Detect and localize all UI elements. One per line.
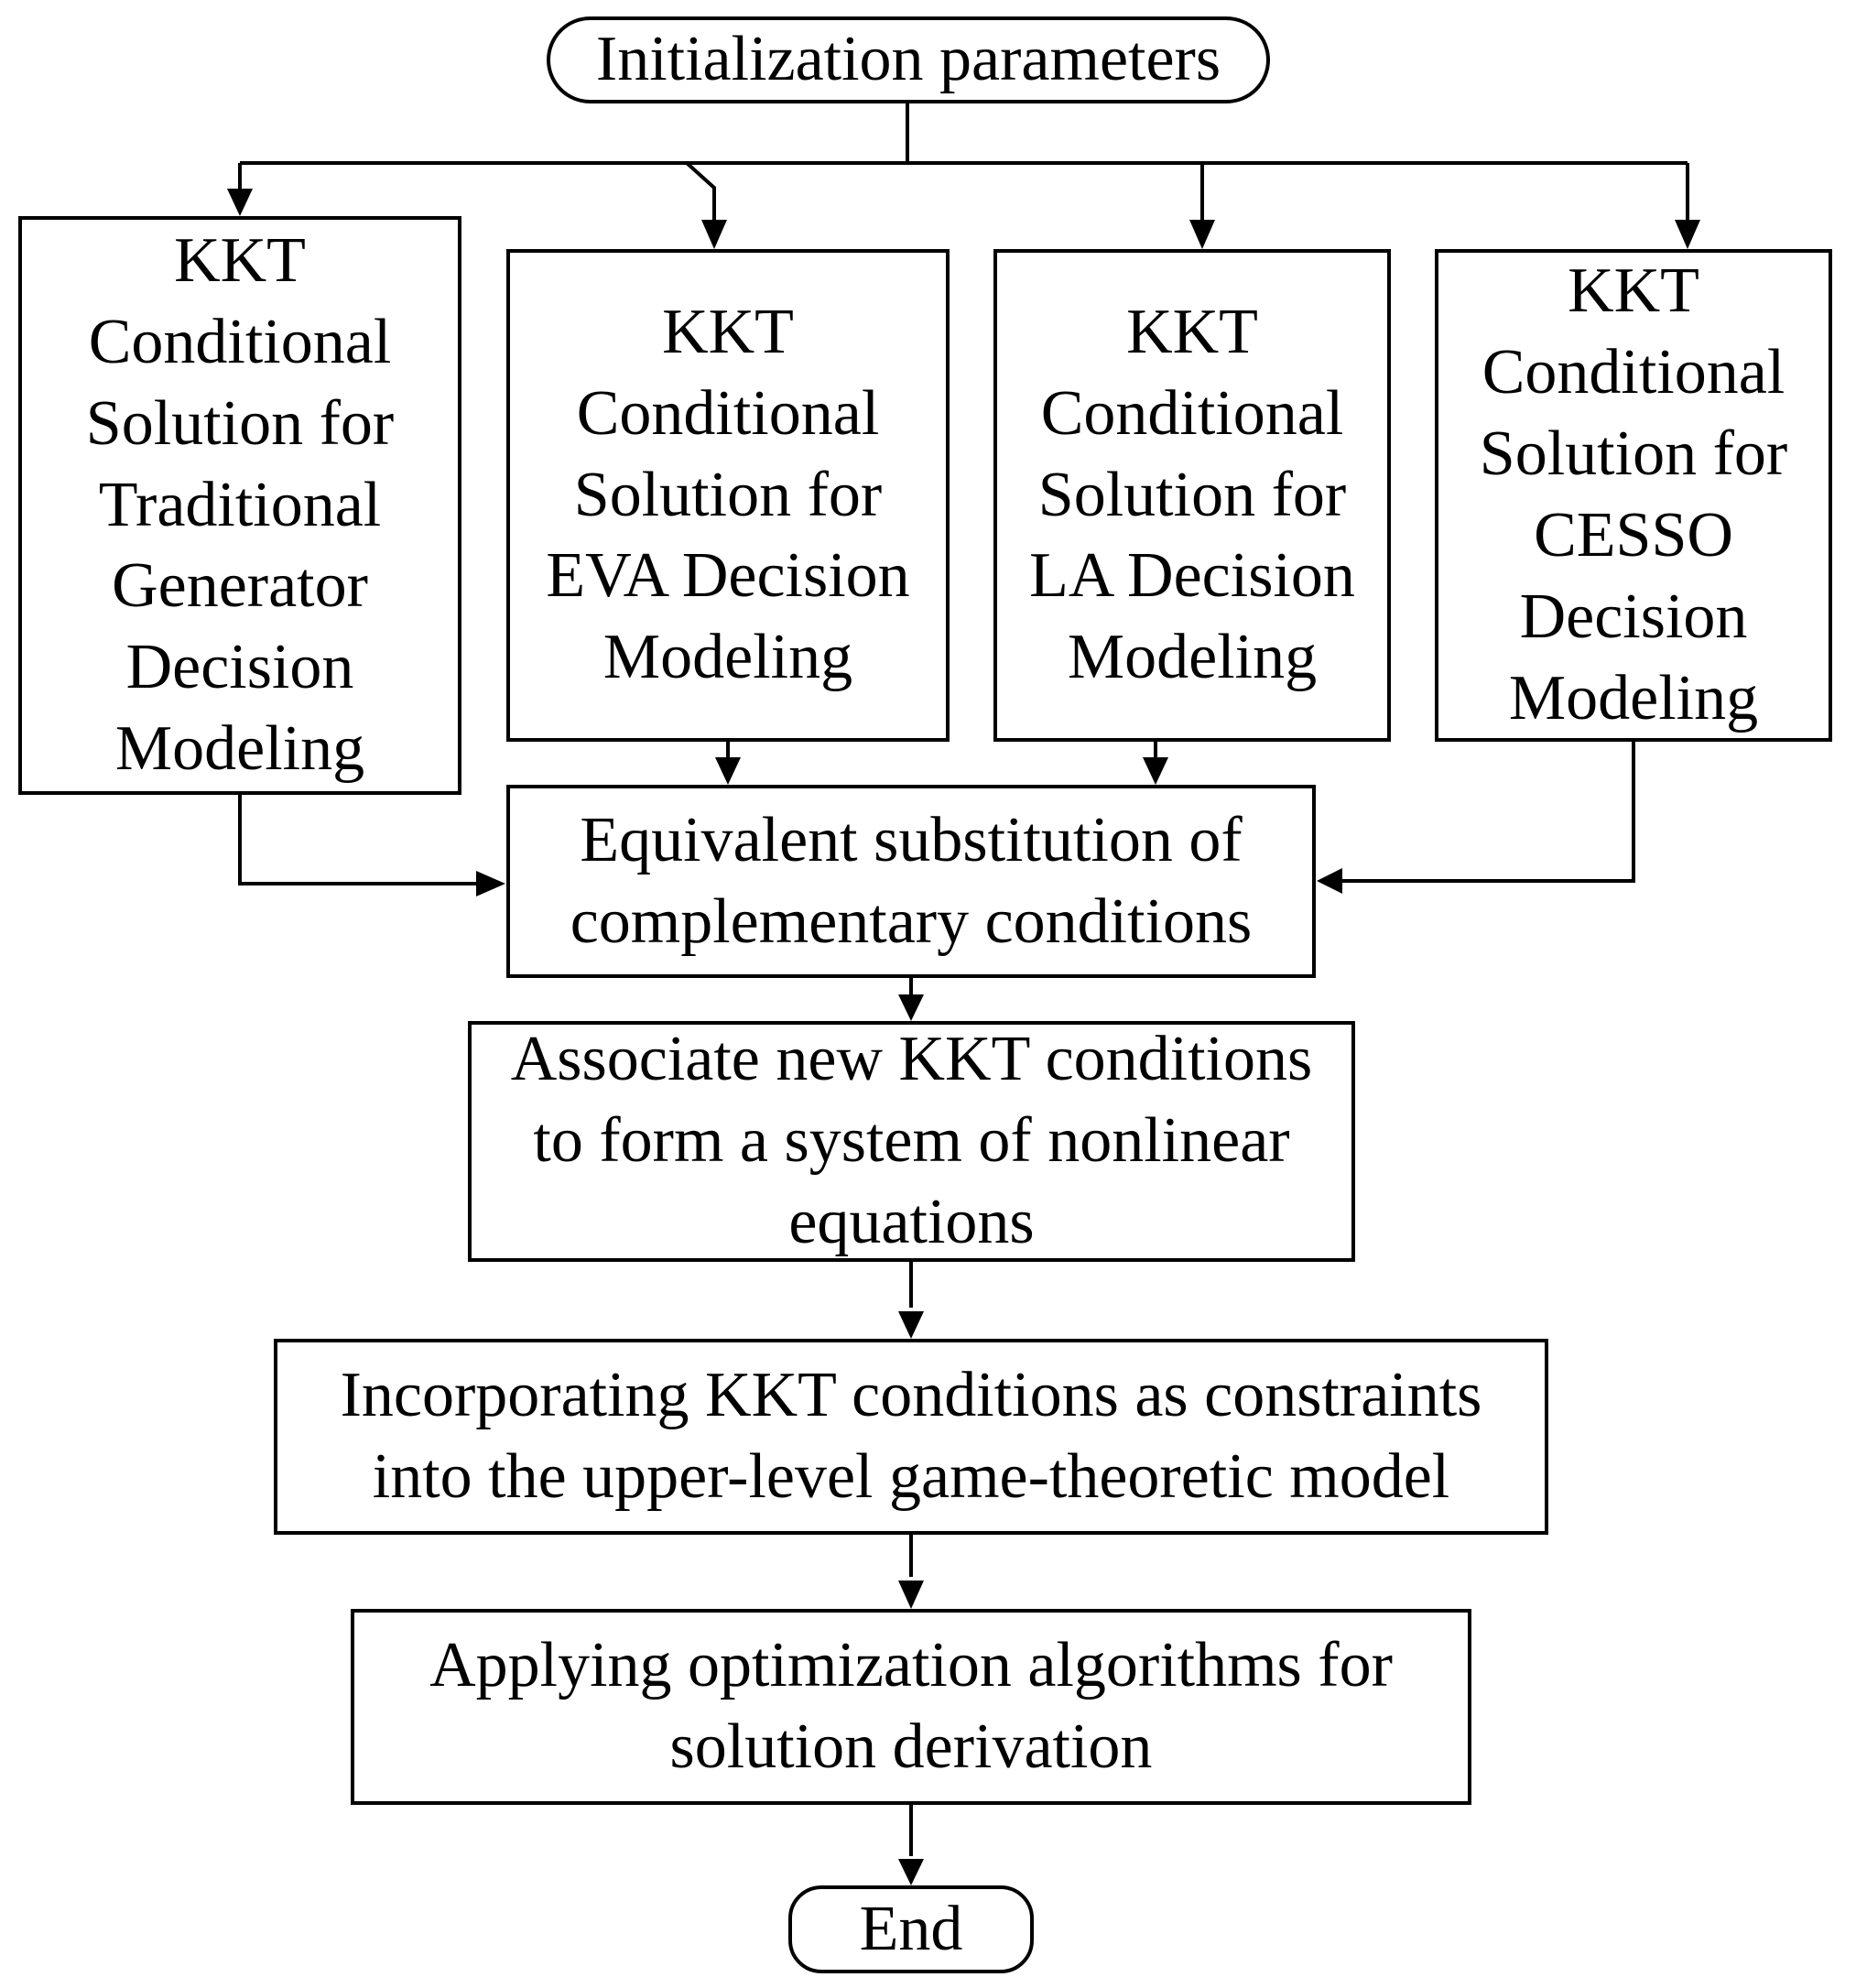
- arrowhead-branch-1: [227, 189, 253, 216]
- branch-cesso-label: KKT Conditional Solution for CESSO Decis…: [1479, 255, 1788, 733]
- step-associate-conditions: Associate new KKT conditions to form a s…: [468, 1021, 1355, 1262]
- arrow-branch-4-to-substitution: [1339, 740, 1635, 883]
- arrowhead-branch-2: [701, 220, 727, 249]
- branch-traditional-generator: KKT Conditional Solution for Traditional…: [18, 216, 461, 795]
- branch-cesso: KKT Conditional Solution for CESSO Decis…: [1435, 249, 1832, 742]
- step-associate-conditions-label: Associate new KKT conditions to form a s…: [510, 1024, 1313, 1257]
- start-label: Initialization parameters: [595, 24, 1221, 95]
- arrow-to-branch-2: [685, 161, 716, 220]
- branch-la-label: KKT Conditional Solution for LA Decision…: [1029, 296, 1355, 693]
- step-equivalent-substitution-label: Equivalent substitution of complementary…: [570, 804, 1253, 957]
- step-incorporate-constraints: Incorporating KKT conditions as constrai…: [274, 1339, 1548, 1535]
- end-label: End: [859, 1893, 963, 1964]
- arrowhead-apply: [898, 1581, 924, 1609]
- branch-eva-label: KKT Conditional Solution for EVA Decisio…: [546, 296, 910, 693]
- end-node: End: [788, 1885, 1034, 1973]
- arrowhead-associate: [898, 994, 924, 1021]
- arrowhead-incorporate: [898, 1311, 924, 1339]
- arrowhead-branch-2-to-substitution: [715, 757, 741, 785]
- arrowhead-branch-4: [1675, 220, 1700, 249]
- arrow-branch-1-to-substitution: [238, 792, 476, 885]
- arrowhead-branch-3-to-substitution: [1143, 757, 1168, 785]
- branch-eva: KKT Conditional Solution for EVA Decisio…: [506, 249, 950, 742]
- branch-la: KKT Conditional Solution for LA Decision…: [993, 249, 1391, 742]
- step-equivalent-substitution: Equivalent substitution of complementary…: [506, 785, 1316, 978]
- branch-traditional-generator-label: KKT Conditional Solution for Traditional…: [85, 224, 395, 785]
- arrowhead-branch-3: [1189, 220, 1215, 249]
- step-apply-optimization-label: Applying optimization algorithms for sol…: [429, 1630, 1393, 1782]
- arrowhead-end: [898, 1859, 924, 1885]
- start-node: Initialization parameters: [547, 16, 1270, 103]
- step-apply-optimization: Applying optimization algorithms for sol…: [351, 1609, 1471, 1805]
- step-incorporate-constraints-label: Incorporating KKT conditions as constrai…: [340, 1360, 1482, 1512]
- arrowhead-branch-4-to-substitution: [1317, 868, 1342, 894]
- arrowhead-branch-1-to-substitution: [476, 871, 505, 896]
